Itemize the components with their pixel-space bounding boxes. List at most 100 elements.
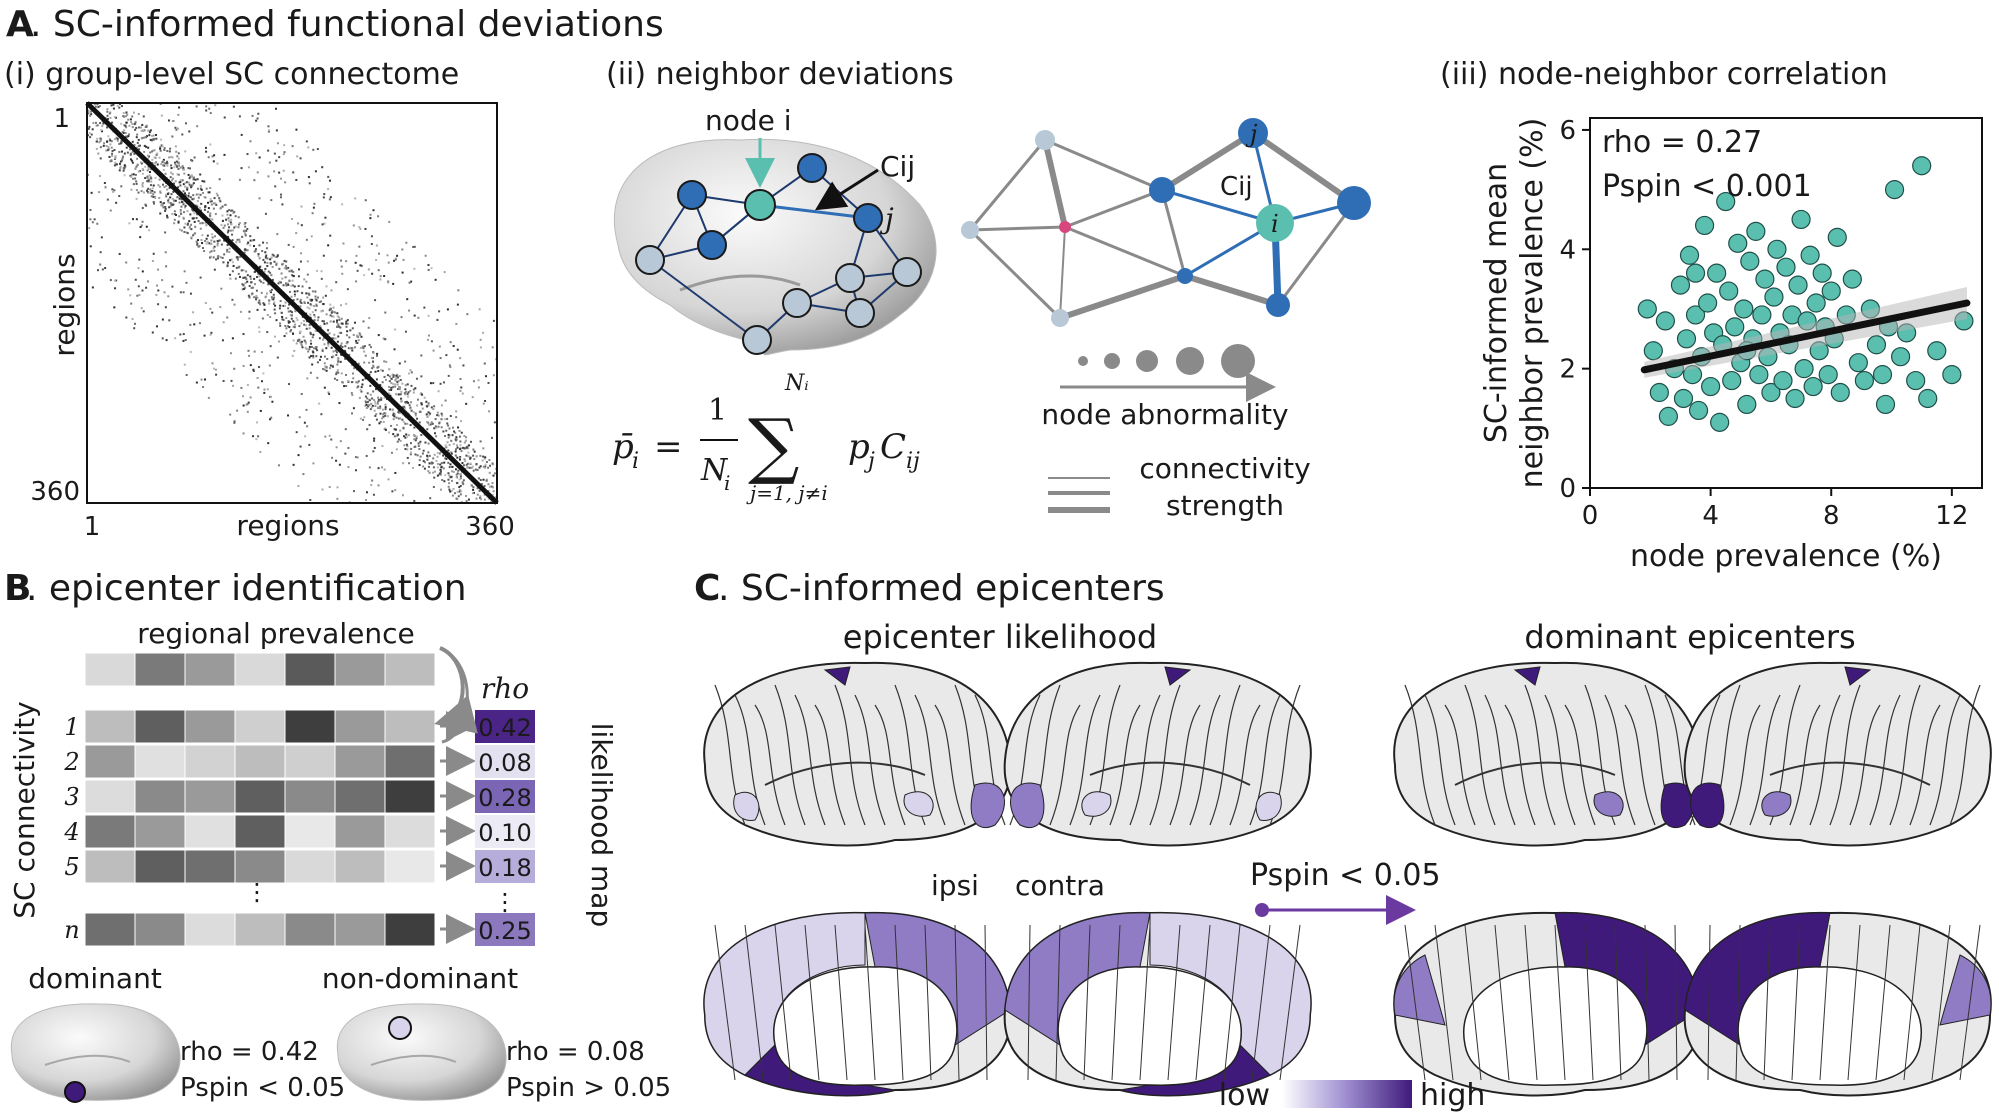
matrix-cell [190,185,193,188]
brain-cij-label: Cij [880,150,915,183]
matrix-cell [246,227,249,230]
parcel-border [834,924,848,1081]
matrix-cell [431,422,434,425]
matrix-cell [397,386,400,389]
matrix-cell [432,457,435,460]
matrix-cell [449,476,452,479]
matrix-cell [432,486,435,489]
matrix-cell [448,434,451,437]
connectivity-cell [184,709,236,744]
matrix-cell [336,315,339,318]
matrix-cell [450,452,453,455]
matrix-cell [466,462,469,465]
scatter-point [1773,370,1793,391]
parcel-border [1404,924,1426,1081]
matrix-cell [230,379,233,382]
matrix-cell [299,305,302,308]
matrix-cell [455,476,458,479]
matrix-cell [434,278,437,281]
matrix-cell [173,218,176,221]
matrix-cell [106,108,109,111]
matrix-cell [218,199,221,202]
matrix-cell [138,148,141,151]
matrix-cell [219,306,222,309]
matrix-cell [116,139,119,142]
matrix-cell [279,304,282,307]
matrix-cell [425,413,428,416]
matrix-cell [316,296,319,299]
matrix-cell [146,175,149,178]
matrix-cell [339,259,342,262]
matrix-cell [296,319,299,322]
matrix-cell [131,317,134,320]
matrix-cell [476,493,479,496]
matrix-cell [373,437,376,440]
matrix-cell [391,409,394,412]
matrix-cell [341,272,344,275]
matrix-cell [128,148,131,151]
scatter-point [1710,412,1730,432]
matrix-cell [236,256,239,259]
matrix-cell [327,329,330,332]
matrix-cell [201,247,204,250]
matrix-cell [384,403,387,406]
matrix-cell [352,224,355,227]
matrix-cell [432,466,435,469]
matrix-cell [344,345,347,348]
matrix-cell [252,239,255,242]
matrix-cell [151,134,154,137]
matrix-cell [395,416,398,419]
matrix-cell [377,365,380,368]
svg-text:N: N [700,453,729,488]
matrix-cell [417,442,420,445]
epicenter-region [1081,791,1112,817]
matrix-cell [455,482,458,485]
matrix-cell [258,244,261,247]
matrix-cell [212,160,215,163]
matrix-cell [337,323,340,326]
matrix-cell [454,431,457,434]
matrix-cell [266,241,269,244]
matrix-cell [249,244,252,247]
matrix-cell [376,352,379,355]
lateral-surface [703,661,1012,847]
matrix-cell [137,285,140,288]
matrix-cell [413,267,416,270]
matrix-cell [463,458,466,461]
matrix-cell [420,393,423,396]
matrix-cell [120,105,123,108]
matrix-cell [329,320,332,323]
matrix-cell [337,325,340,328]
connectivity-cell [184,912,236,947]
matrix-cell [238,275,241,278]
matrix-cell [433,453,436,456]
matrix-cell [226,244,229,247]
parcel-border [1789,704,1821,826]
matrix-cell [430,340,433,343]
matrix-cell [447,485,450,488]
matrix-cell [175,128,178,131]
matrix-cell [217,255,220,258]
matrix-cell [110,104,113,107]
matrix-cell [189,323,192,326]
matrix-cell [455,410,458,413]
matrix-cell [144,203,147,206]
matrix-cell [329,307,332,310]
matrix-cell [444,435,447,438]
matrix-cell [448,474,451,477]
matrix-cell [419,440,422,443]
matrix-cell [198,206,201,209]
matrix-cell [187,192,190,195]
matrix-cell [349,329,352,332]
matrix-cell [292,339,295,342]
matrix-cell [459,473,462,476]
matrix-cell [119,160,122,163]
scatter-point [1776,257,1796,277]
matrix-cell [303,323,306,326]
matrix-cell [210,203,213,206]
matrix-cell [253,277,256,280]
matrix-cell [301,292,304,295]
matrix-cell [136,157,139,160]
matrix-cell [370,243,373,246]
fit-line [1640,299,1971,374]
